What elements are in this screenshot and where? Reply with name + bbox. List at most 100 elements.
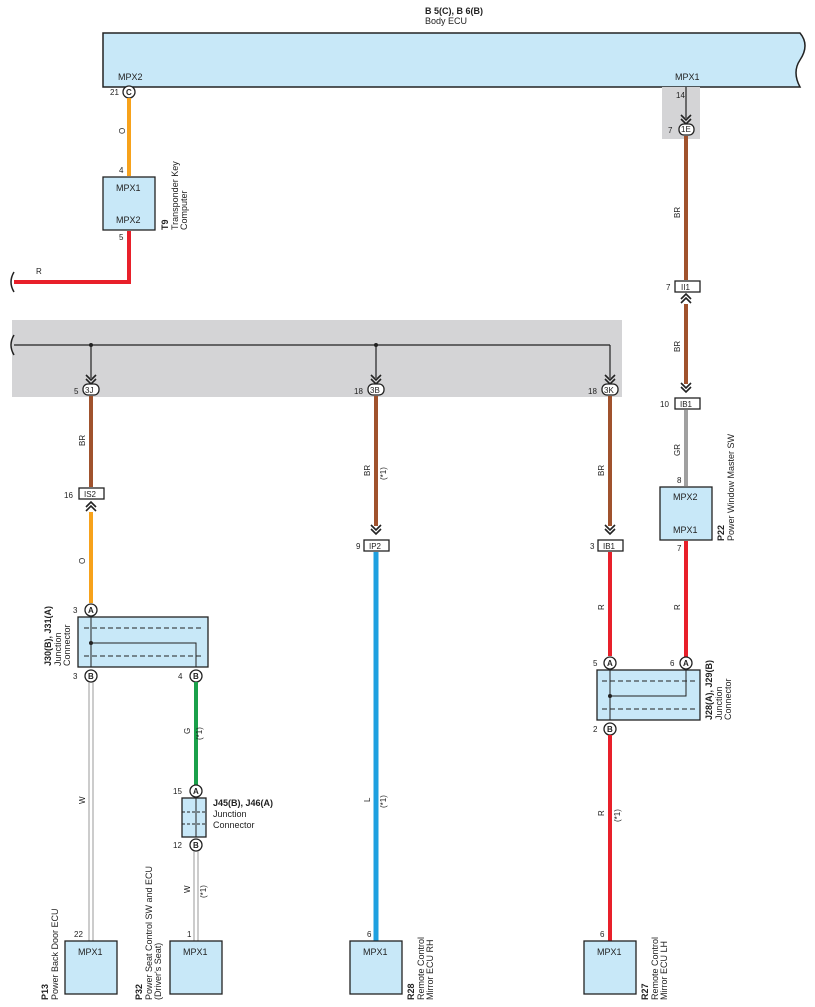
wire-br-col1-label: BR — [78, 435, 87, 446]
j30-conn-b1: B — [88, 672, 94, 681]
j45-pin-b: 12 — [173, 841, 182, 850]
j45-box — [181, 797, 207, 838]
j28-conn-a2-circle — [679, 656, 693, 670]
j30-conn-b1-circle — [84, 669, 98, 683]
body-ecu-code: B 5(C), B 6(B) — [425, 6, 483, 16]
j30-conn-a-circle — [84, 603, 98, 617]
t9-name1: Transponder Key — [170, 161, 180, 230]
j45-conn-a: A — [193, 787, 199, 796]
body-ecu-name: Body ECU — [425, 16, 467, 26]
j30-pin-b2: 4 — [178, 672, 183, 681]
break-mark-top — [10, 271, 15, 293]
j30-pin-b1: 3 — [73, 672, 78, 681]
p13-pin: 22 — [74, 930, 83, 939]
wire-br-col2-label: BR — [363, 465, 372, 476]
j28-conn-a1: A — [607, 659, 613, 668]
wire-r-col3b-label: R — [597, 810, 606, 816]
wire-red-left — [14, 231, 131, 284]
pin-14: 14 — [676, 91, 685, 100]
conn-3j-oval — [82, 383, 100, 396]
j28-box — [596, 669, 701, 721]
conn-3j-label: 3J — [85, 386, 93, 395]
t9-mpx2: MPX2 — [116, 215, 141, 225]
j45-name2: Connector — [213, 820, 255, 830]
conn3j-pin: 5 — [74, 387, 79, 396]
wire-gr-label: GR — [673, 444, 682, 456]
j30-name1: Junction — [53, 632, 63, 666]
conn3k-pin: 18 — [588, 387, 597, 396]
r28-name2: Mirror ECU RH — [425, 940, 435, 1001]
t9-code: T9 — [160, 219, 170, 230]
j30-box — [77, 616, 209, 668]
j30-conn-a: A — [88, 606, 94, 615]
p22-pin-7: 7 — [677, 544, 682, 553]
j45-conn-b: B — [193, 841, 199, 850]
wire-br-col2-note: (*1) — [379, 467, 388, 480]
p13-mpx1: MPX1 — [78, 947, 103, 957]
ip2-pin: 9 — [356, 542, 361, 551]
j30-internal — [90, 617, 197, 667]
conn-3b-label: 3B — [370, 386, 380, 395]
chevron-down-icon — [370, 524, 382, 535]
r27-pin: 6 — [600, 930, 605, 939]
ecu-pin-mpx2: MPX2 — [118, 72, 143, 82]
pin-7-ecu: 7 — [668, 126, 673, 135]
j45-conn-b-circle — [189, 838, 203, 852]
junction-dot — [608, 694, 612, 698]
j30-name2: Connector — [62, 624, 72, 666]
ib1-mid-box — [597, 539, 624, 552]
is2-label: IS2 — [84, 490, 97, 499]
shade-bus — [12, 320, 622, 397]
r27-name1: Remote Control — [650, 937, 660, 1000]
wire-g-note: (*1) — [195, 727, 204, 740]
ii1-pin: 7 — [666, 283, 671, 292]
j28-conn-b: B — [607, 725, 613, 734]
r27-mpx1: MPX1 — [597, 947, 622, 957]
j45-conn-a-circle — [189, 784, 203, 798]
wire-r-p22-label: R — [673, 604, 682, 610]
ib1-top-box — [674, 397, 701, 410]
p32-mpx1: MPX1 — [183, 947, 208, 957]
t9-name2: Computer — [179, 190, 189, 230]
p22-mpx2: MPX2 — [673, 492, 698, 502]
j30-code: J30(B), J31(A) — [43, 606, 53, 666]
transponder-box — [102, 176, 156, 231]
j28-conn-a2: A — [683, 659, 689, 668]
r28-name1: Remote Control — [416, 937, 426, 1000]
r27-box — [583, 940, 637, 995]
conn-3k-oval — [601, 383, 619, 396]
wire-o-label: O — [118, 128, 127, 134]
wire-r-label-top: R — [36, 267, 42, 276]
p22-pin-8: 8 — [677, 476, 682, 485]
p32-pin: 1 — [187, 930, 192, 939]
wire-r-col3-label: R — [597, 604, 606, 610]
p22-mpx1: MPX1 — [673, 525, 698, 535]
conn3b-pin: 18 — [354, 387, 363, 396]
r28-pin: 6 — [367, 930, 372, 939]
chevron-up-icon — [680, 293, 692, 304]
p13-box — [64, 940, 118, 995]
pin-21: 21 — [110, 88, 119, 97]
is2-pin: 16 — [64, 491, 73, 500]
ip2-label: IP2 — [369, 542, 382, 551]
chevron-up-icon — [85, 501, 97, 512]
p22-code: P22 — [716, 525, 726, 541]
conn-3k-label: 3K — [604, 386, 614, 395]
ib1-top-pin: 10 — [660, 400, 669, 409]
wire-g-label: G — [183, 728, 192, 734]
t9-pin-4: 4 — [119, 166, 124, 175]
is2-box — [78, 487, 105, 500]
wire-w-j45-label: W — [183, 885, 192, 893]
j28-pin-a1: 5 — [593, 659, 598, 668]
p13-name: Power Back Door ECU — [50, 908, 60, 1000]
ii1-box — [674, 280, 701, 293]
wire-l-note: (*1) — [379, 795, 388, 808]
chevron-down-icon — [604, 524, 616, 535]
ecu-pin-mpx1: MPX1 — [675, 72, 700, 82]
p22-name: Power Window Master SW — [726, 433, 736, 541]
j28-name2: Connector — [723, 678, 733, 720]
j30-pin-a: 3 — [73, 606, 78, 615]
ib1-top-label: IB1 — [680, 400, 693, 409]
p32-name1: Power Seat Control SW and ECU — [144, 866, 154, 1000]
j28-pin-a2: 6 — [670, 659, 675, 668]
